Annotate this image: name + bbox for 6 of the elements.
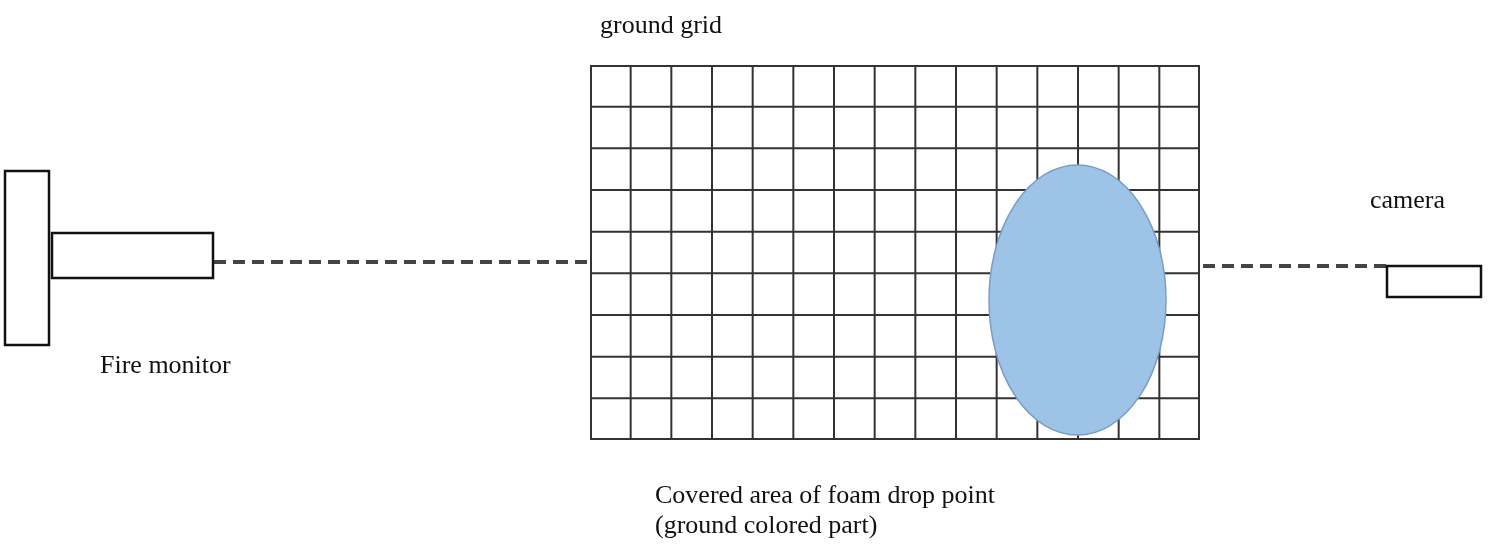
foam-area-label: Covered area of foam drop point (ground colored part): [655, 480, 997, 540]
grid-title: ground grid: [600, 10, 723, 40]
dashed-line: [1200, 264, 1386, 268]
dashed-line: [214, 260, 590, 264]
camera-label: camera: [1370, 185, 1446, 215]
fire-monitor-label: Fire monitor: [100, 350, 231, 380]
